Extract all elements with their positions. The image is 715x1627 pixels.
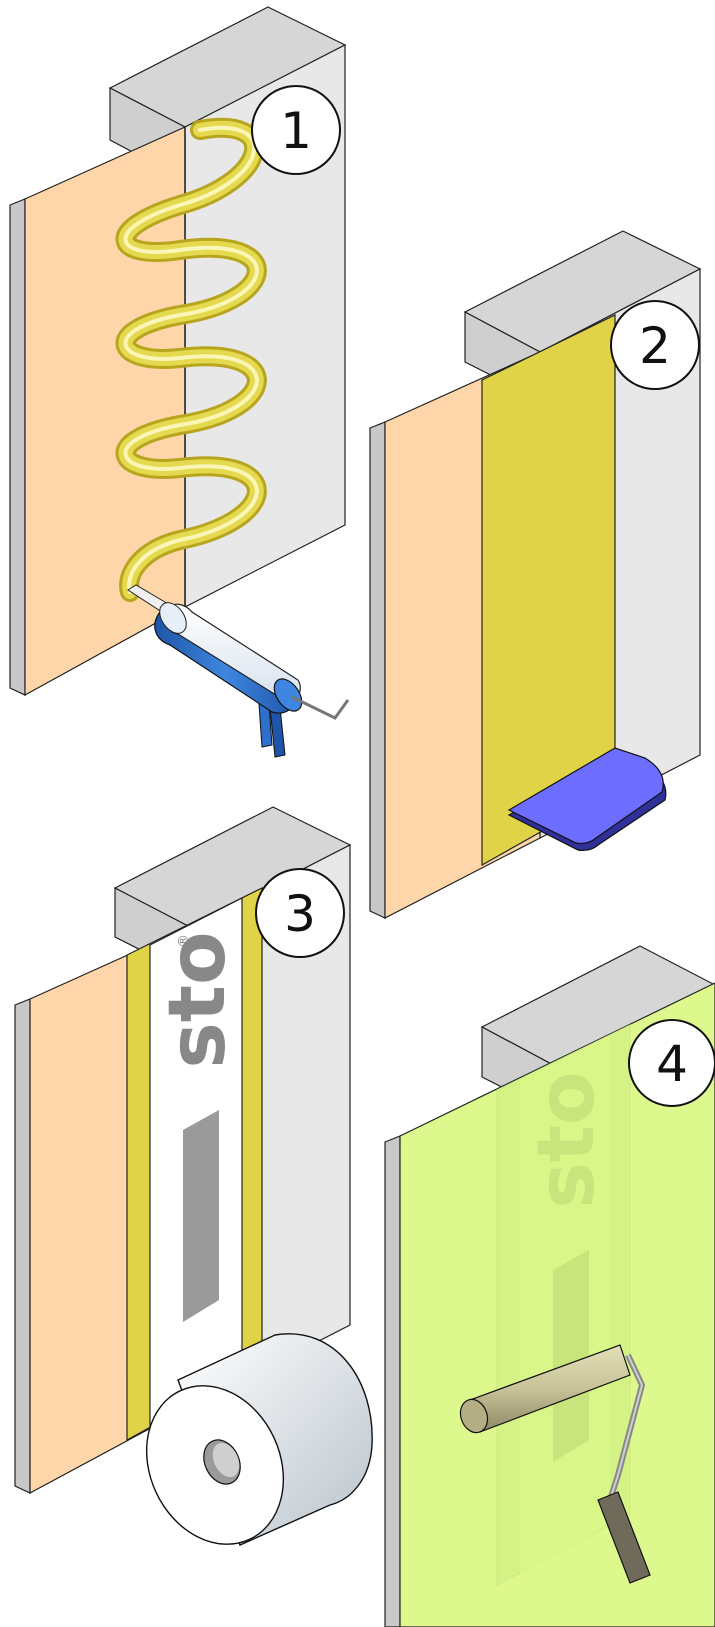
- tape-logo-bar-ghost: [553, 1250, 589, 1462]
- board-edge: [15, 999, 30, 1493]
- step-number: 4: [656, 1035, 688, 1093]
- step-number: 1: [280, 102, 312, 160]
- step-2-panel: 2: [370, 231, 700, 918]
- board-edge: [10, 199, 25, 695]
- step-number: 2: [639, 317, 671, 375]
- tape-logo-ghost: sto: [522, 1071, 612, 1208]
- board-edge: [385, 1136, 400, 1627]
- logo-text-ghost: sto: [522, 1071, 612, 1208]
- step-1-panel: 1: [10, 7, 348, 757]
- board-edge: [370, 422, 385, 918]
- step-3-panel: sto ® 3: [15, 807, 372, 1567]
- tape-logo: sto ®: [153, 931, 243, 1068]
- logo-text: sto: [153, 931, 243, 1068]
- step-4-panel: sto 4: [385, 946, 715, 1627]
- tape-logo-bar: [183, 1110, 219, 1322]
- step-number: 3: [284, 885, 316, 943]
- logo-mark: ®: [176, 934, 192, 948]
- caulking-gun-icon: [128, 585, 348, 757]
